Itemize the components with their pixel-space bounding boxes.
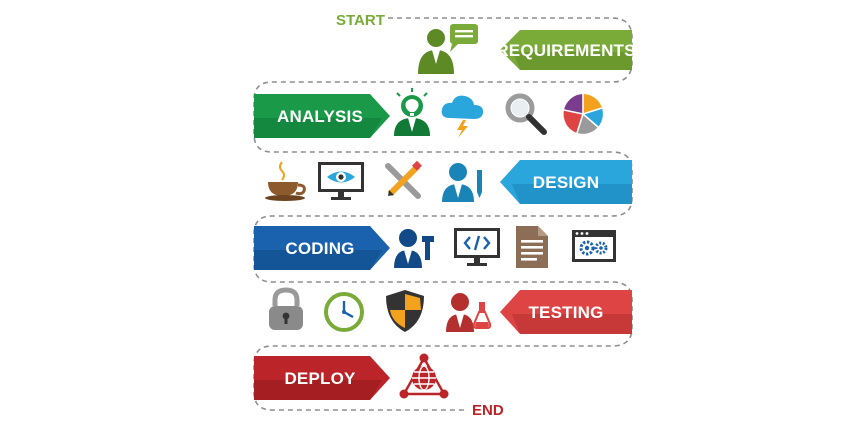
banner-analysis: ANALYSIS	[254, 94, 390, 138]
person-hammer-icon	[394, 229, 434, 268]
banner-requirements: REQUIREMENTS	[496, 30, 635, 70]
monitor-eye-icon	[318, 162, 364, 200]
person-lightbulb-icon	[394, 88, 430, 136]
start-label: START	[336, 12, 385, 29]
banner-design: DESIGN	[500, 160, 632, 204]
banner-label-design: DESIGN	[533, 173, 599, 192]
clock-icon	[324, 292, 364, 332]
coffee-cup-icon	[265, 161, 306, 201]
person-pencil-icon	[442, 163, 482, 202]
flow-path	[253, 17, 633, 411]
browser-gears-icon	[572, 230, 616, 262]
pencil-brush-icon	[385, 160, 422, 199]
banner-deploy: DEPLOY	[254, 356, 390, 400]
person-speech-icon	[418, 24, 478, 74]
person-flask-icon	[446, 293, 492, 332]
document-icon	[516, 226, 548, 268]
banner-coding: CODING	[254, 226, 390, 270]
banner-testing: TESTING	[500, 290, 632, 334]
network-icon	[399, 353, 449, 399]
end-label: END	[472, 402, 504, 419]
padlock-icon	[269, 287, 303, 330]
monitor-code-icon	[454, 228, 500, 266]
banner-label-coding: CODING	[285, 239, 354, 258]
banner-label-deploy: DEPLOY	[284, 369, 356, 388]
shield-icon	[386, 290, 424, 332]
banner-label-requirements: REQUIREMENTS	[496, 41, 635, 60]
cloud-lightning-icon	[441, 95, 484, 138]
banner-label-analysis: ANALYSIS	[277, 107, 363, 126]
pie-chart-icon	[563, 94, 603, 134]
banner-label-testing: TESTING	[528, 303, 603, 322]
magnifier-icon	[505, 93, 547, 135]
